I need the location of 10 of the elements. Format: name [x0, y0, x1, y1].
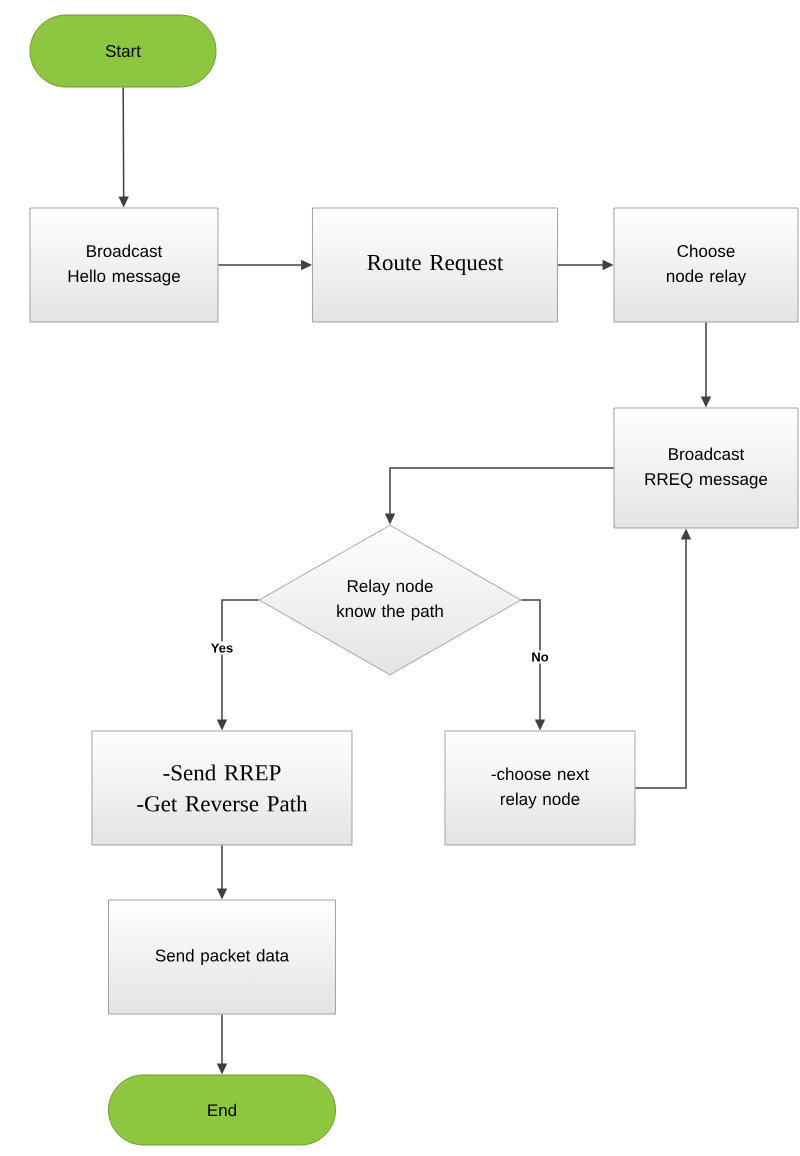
- process-box: Send packet data: [108, 899, 336, 1015]
- process-box: Choose node relay: [613, 207, 799, 323]
- edge-label: No: [529, 650, 551, 664]
- process-box: -Send RREP -Get Reverse Path: [91, 730, 353, 846]
- process-box: Broadcast RREQ message: [613, 407, 799, 529]
- process-box: Route Request: [312, 207, 558, 323]
- terminal-oval: End: [108, 1074, 336, 1146]
- process-box: -choose next relay node: [444, 730, 636, 846]
- process-box: Broadcast Hello message: [29, 207, 219, 323]
- edge-label: Yes: [208, 641, 236, 655]
